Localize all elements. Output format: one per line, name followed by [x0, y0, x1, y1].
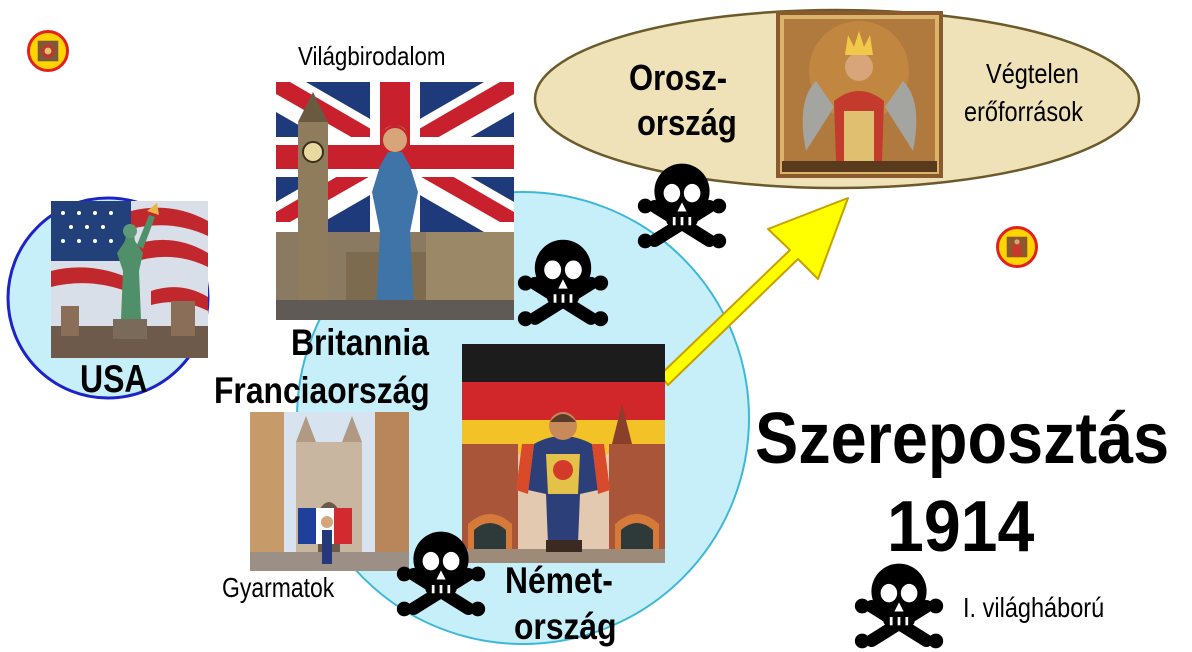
world-war-label: I. világháború [963, 592, 1105, 623]
usa-label: USA [80, 358, 148, 401]
skull-and-crossbones-icon [854, 563, 944, 650]
skull-and-crossbones-icon [517, 239, 609, 328]
franciaorszag-label: Franciaország [214, 370, 430, 411]
oroszorszag-label-line1: Orosz- [629, 57, 728, 98]
vilagbirodalom-label: Világbirodalom [298, 41, 446, 71]
skull-and-crossbones-icon [396, 531, 486, 618]
germany-image [462, 344, 665, 563]
skull-and-crossbones-icon [637, 163, 727, 250]
nemetorszag-label-line2: ország [514, 606, 617, 647]
arrow-icon [659, 197, 849, 386]
usa-image [51, 201, 208, 358]
gyarmatok-label: Gyarmatok [222, 572, 335, 603]
year-label: 1914 [887, 487, 1035, 567]
page-title: Szereposztás [755, 399, 1170, 479]
oroszorszag-label-line2: ország [637, 102, 737, 143]
britannia-image [276, 82, 514, 320]
vegtelen-label-line2: erőforrások [964, 96, 1083, 127]
nemetorszag-label-line1: Német- [505, 560, 613, 601]
britannia-label: Britannia [291, 322, 429, 363]
vegtelen-label-line1: Végtelen [986, 58, 1079, 89]
russia-image [776, 11, 943, 178]
emblem-icon [27, 30, 69, 72]
emblem-icon [996, 226, 1038, 268]
france-image [250, 412, 409, 571]
